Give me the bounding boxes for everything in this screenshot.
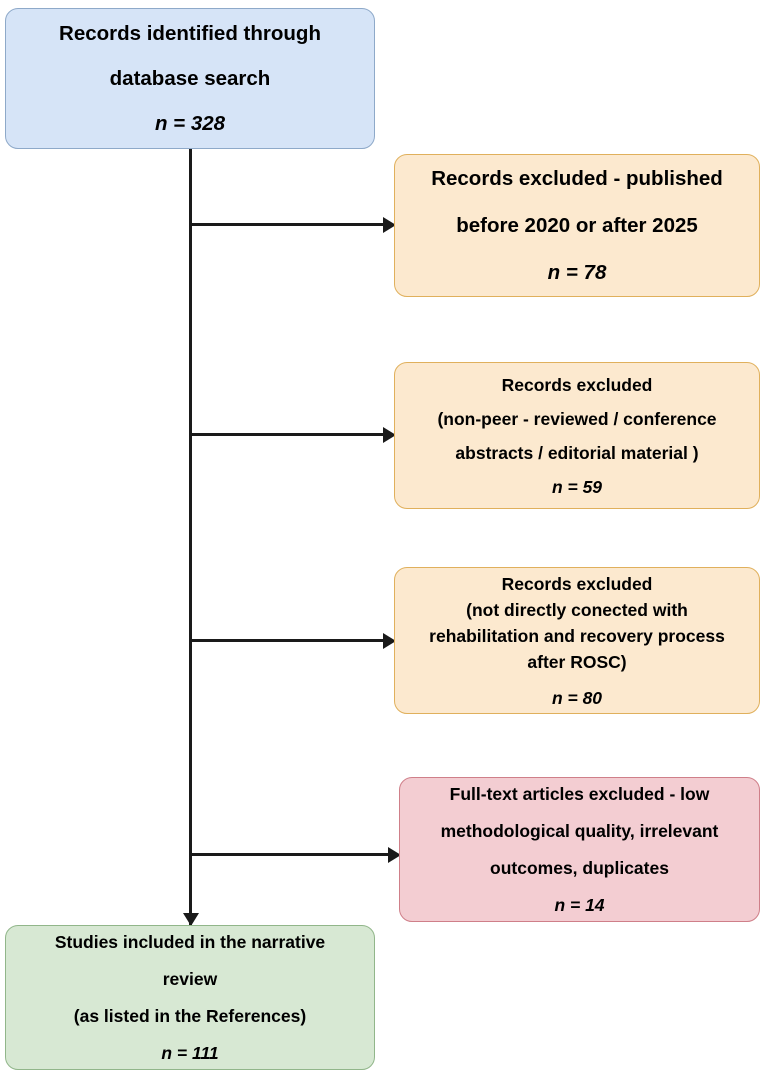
- node-records-excluded-date-line-1: Records excluded - published: [431, 167, 723, 190]
- node-records-excluded-peer-review-line-1: Records excluded: [501, 374, 653, 395]
- node-records-excluded-peer-review-line-2: (non-peer - reviewed / conference: [437, 408, 717, 429]
- node-records-identified-count: n = 328: [154, 112, 226, 135]
- node-studies-included-line-1: Studies included in the narrative: [54, 931, 326, 952]
- node-studies-included-line-2: review: [162, 968, 218, 989]
- node-records-excluded-date-count: n = 78: [547, 261, 607, 284]
- node-records-identified-line-2: database search: [109, 67, 271, 90]
- node-fulltext-articles-excluded-count: n = 14: [554, 894, 605, 915]
- node-studies-included-line-3: (as listed in the References): [73, 1005, 307, 1026]
- node-fulltext-articles-excluded: Full-text articles excluded - low method…: [399, 777, 760, 922]
- node-studies-included: Studies included in the narrative review…: [5, 925, 375, 1070]
- node-records-excluded-topic-line-4: after ROSC): [527, 651, 627, 672]
- node-records-excluded-topic-line-1: Records excluded: [501, 573, 653, 594]
- node-fulltext-articles-excluded-line-2: methodological quality, irrelevant: [440, 820, 719, 841]
- node-records-excluded-date-line-2: before 2020 or after 2025: [456, 214, 698, 237]
- node-studies-included-count: n = 111: [161, 1042, 219, 1063]
- branch-line-excluded-peer: [189, 433, 385, 436]
- node-records-identified-line-1: Records identified through: [59, 22, 321, 45]
- branch-line-excluded-fulltext: [189, 853, 390, 856]
- arrow-to-excluded-peer-box: [383, 426, 396, 443]
- node-records-excluded-date: Records excluded - published before 2020…: [394, 154, 760, 297]
- node-records-excluded-peer-review-line-3: abstracts / editorial material ): [455, 442, 699, 463]
- node-fulltext-articles-excluded-line-3: outcomes, duplicates: [490, 857, 669, 878]
- node-records-excluded-topic-line-2: (not directly conected with: [466, 599, 688, 620]
- arrow-to-excluded-date-box: [383, 216, 396, 233]
- branch-line-excluded-topic: [189, 639, 385, 642]
- arrow-to-excluded-fulltext-box: [388, 846, 401, 863]
- node-records-excluded-peer-review-count: n = 59: [551, 476, 603, 497]
- node-records-excluded-topic-line-3: rehabilitation and recovery process: [429, 625, 725, 646]
- node-records-excluded-topic: Records excluded (not directly conected …: [394, 567, 760, 714]
- node-fulltext-articles-excluded-line-1: Full-text articles excluded - low: [449, 783, 710, 804]
- node-records-identified: Records identified through database sear…: [5, 8, 375, 149]
- main-flow-vertical-line: [189, 148, 192, 930]
- arrow-to-excluded-topic-box: [383, 632, 396, 649]
- arrow-to-included-box: [182, 913, 199, 926]
- node-records-excluded-peer-review: Records excluded (non-peer - reviewed / …: [394, 362, 760, 509]
- branch-line-excluded-date: [189, 223, 385, 226]
- node-records-excluded-topic-count: n = 80: [551, 687, 603, 708]
